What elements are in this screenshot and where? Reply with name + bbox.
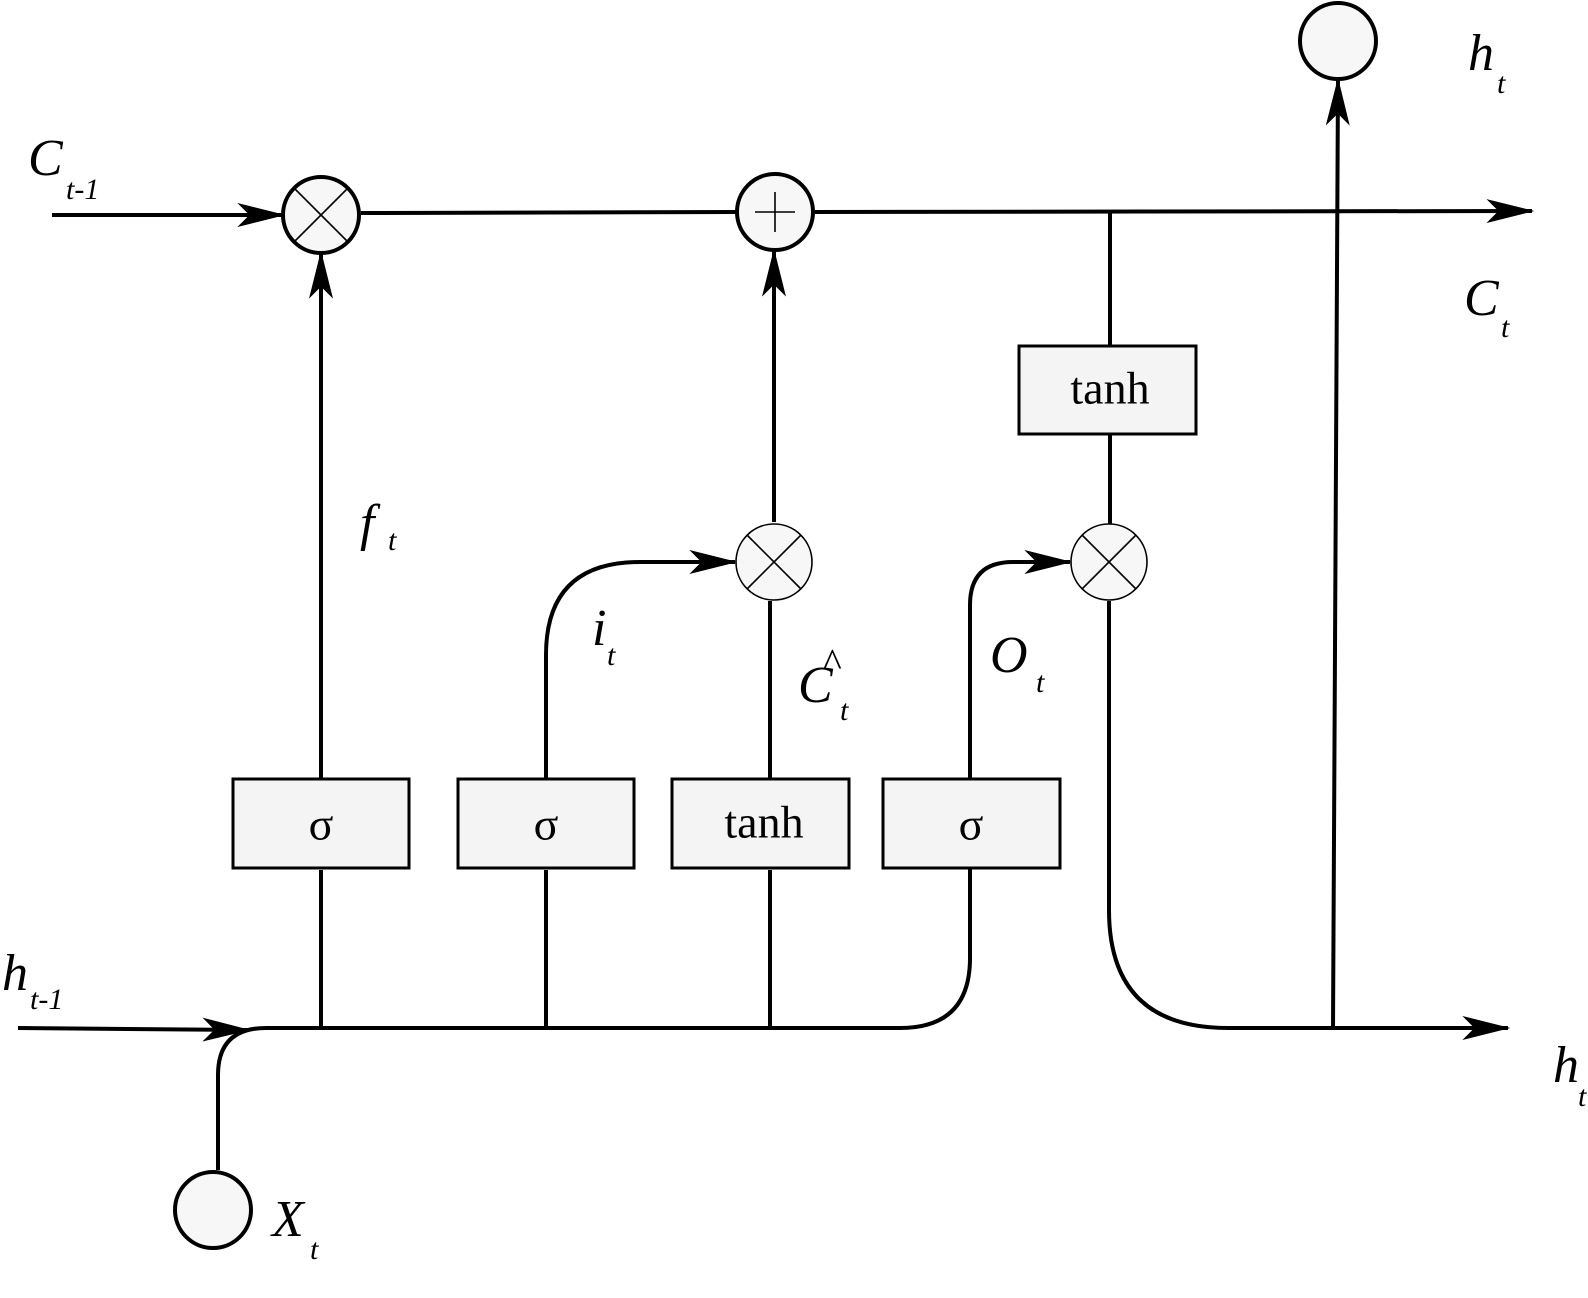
output-gate-label: σ — [959, 799, 984, 850]
forget-gate-box: σ — [231, 777, 411, 870]
hidden-output-node — [1298, 1, 1378, 81]
output-gate-box: σ — [881, 777, 1062, 870]
input-bus — [216, 780, 972, 1170]
cell-add-node — [735, 172, 815, 252]
hidden-state-input-arrow — [17, 1017, 251, 1042]
input-gate-arrow — [544, 550, 738, 780]
hidden-state-up-arrow — [1325, 77, 1350, 1029]
c-out-label: C t — [1464, 270, 1510, 344]
i-label: i t — [592, 600, 616, 672]
h-prev-label: h t-1 — [2, 945, 63, 1016]
cell-state-output-arrow — [814, 199, 1535, 224]
c-hat-label: ^ C t — [798, 640, 849, 727]
input-x-node — [173, 1170, 253, 1250]
candidate-tanh-label: tanh — [724, 797, 803, 848]
forget-gate-label: σ — [309, 799, 334, 850]
x-in-label: X t — [270, 1191, 319, 1266]
input-gate-box: σ — [456, 777, 636, 870]
cell-tanh-label: tanh — [1070, 363, 1149, 414]
h-out-top-label: h t — [1468, 25, 1506, 100]
output-multiply-node — [1070, 523, 1148, 601]
hidden-state-output-arrow — [1107, 601, 1511, 1040]
input-gate-label: σ — [534, 799, 559, 850]
cell-state-line — [360, 210, 738, 215]
input-multiply-node — [735, 523, 813, 601]
output-gate-arrow — [968, 550, 1073, 780]
o-label: O t — [990, 627, 1045, 699]
cell-tanh-box: tanh — [1017, 344, 1198, 436]
h-out-right-label: h t — [1553, 1037, 1587, 1113]
c-prev-label: C t-1 — [28, 130, 99, 206]
f-label: f t — [360, 495, 397, 557]
forget-multiply-node — [281, 175, 361, 255]
candidate-tanh-box: tanh — [670, 777, 851, 870]
